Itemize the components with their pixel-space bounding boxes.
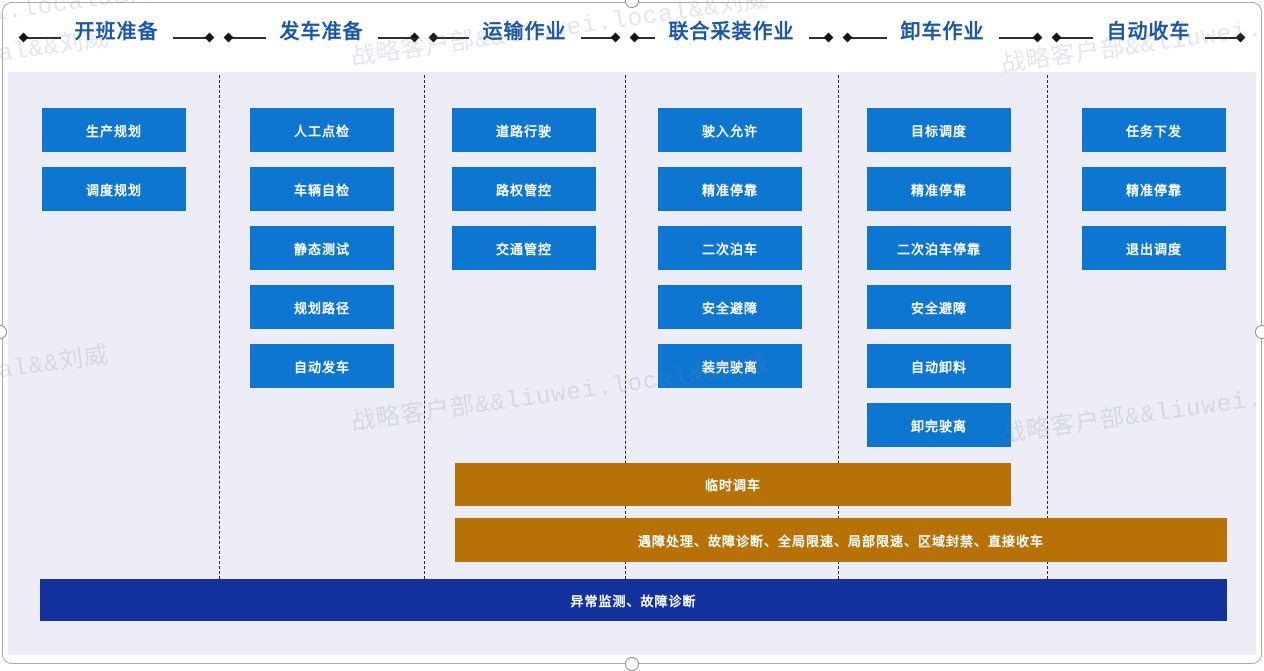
diamond-icon xyxy=(223,32,234,43)
step-box: 自动卸料 xyxy=(867,344,1011,388)
step-box: 二次泊车停靠 xyxy=(867,226,1011,270)
header-line xyxy=(808,37,825,39)
step-box: 目标调度 xyxy=(867,108,1011,152)
step-box: 静态测试 xyxy=(250,226,394,270)
phase-title: 联合采装作业 xyxy=(668,21,795,43)
column-separator-line xyxy=(625,75,626,579)
step-box: 安全避障 xyxy=(867,285,1011,329)
resize-handle-bottom[interactable] xyxy=(625,657,639,671)
resize-handle-right[interactable] xyxy=(1255,325,1264,339)
monitoring-bar: 异常监测、故障诊断 xyxy=(40,579,1227,621)
step-box: 任务下发 xyxy=(1082,108,1226,152)
header-line xyxy=(377,37,411,39)
diamond-icon xyxy=(1032,32,1043,43)
step-box: 车辆自检 xyxy=(250,167,394,211)
diamond-icon xyxy=(823,32,834,43)
phase-header: 发车准备 xyxy=(219,14,424,43)
step-box: 生产规划 xyxy=(42,108,186,152)
diamond-icon xyxy=(1051,32,1062,43)
phase-column: 人工点检车辆自检静态测试规划路径自动发车 xyxy=(250,108,394,388)
monitoring-label: 异常监测、故障诊断 xyxy=(570,593,697,609)
phase-title: 开班准备 xyxy=(74,21,159,43)
header-line xyxy=(437,37,469,39)
header-line xyxy=(1204,37,1237,39)
phase-title: 自动收车 xyxy=(1106,21,1191,43)
diamond-icon xyxy=(409,32,420,43)
diamond-icon xyxy=(204,32,215,43)
step-box: 自动发车 xyxy=(250,344,394,388)
step-box: 道路行驶 xyxy=(452,108,596,152)
header-line xyxy=(232,37,266,39)
step-box: 精准停靠 xyxy=(658,167,802,211)
diamond-icon xyxy=(428,32,439,43)
diamond-icon xyxy=(842,32,853,43)
step-box: 精准停靠 xyxy=(867,167,1011,211)
step-box: 驶入允许 xyxy=(658,108,802,152)
phase-header: 自动收车 xyxy=(1047,14,1250,43)
step-box: 卸完驶离 xyxy=(867,403,1011,447)
phase-column: 驶入允许精准停靠二次泊车安全避障装完驶离 xyxy=(658,108,802,388)
phase-title: 发车准备 xyxy=(279,21,364,43)
header-line xyxy=(27,37,61,39)
phase-header: 开班准备 xyxy=(14,14,219,43)
step-box: 装完驶离 xyxy=(658,344,802,388)
column-separator-line xyxy=(838,75,839,579)
header-line xyxy=(172,37,206,39)
diamond-icon xyxy=(1235,32,1246,43)
resize-handle-top[interactable] xyxy=(625,0,639,8)
header-line xyxy=(638,37,655,39)
phase-column: 目标调度精准停靠二次泊车停靠安全避障自动卸料卸完驶离 xyxy=(867,108,1011,447)
step-box: 交通管控 xyxy=(452,226,596,270)
phase-title: 卸车作业 xyxy=(900,21,985,43)
resize-handle-left[interactable] xyxy=(0,325,7,339)
header-line xyxy=(998,37,1034,39)
column-separator-line xyxy=(219,75,220,579)
step-box: 二次泊车 xyxy=(658,226,802,270)
content-panel: 生产规划调度规划人工点检车辆自检静态测试规划路径自动发车道路行驶路权管控交通管控… xyxy=(8,72,1256,655)
step-box: 调度规划 xyxy=(42,167,186,211)
step-box: 人工点检 xyxy=(250,108,394,152)
phase-column: 道路行驶路权管控交通管控 xyxy=(452,108,596,270)
exception-operations-label: 遇障处理、故障诊断、全局限速、局部限速、区域封禁、直接收车 xyxy=(637,533,1044,549)
phase-title: 运输作业 xyxy=(482,21,567,43)
diamond-icon xyxy=(610,32,621,43)
header-line xyxy=(580,37,612,39)
diamond-icon xyxy=(18,32,29,43)
phase-header: 联合采装作业 xyxy=(625,14,838,43)
phase-column: 任务下发精准停靠退出调度 xyxy=(1082,108,1226,270)
step-box: 退出调度 xyxy=(1082,226,1226,270)
phase-column: 生产规划调度规划 xyxy=(42,108,186,211)
header-line xyxy=(1060,37,1093,39)
step-box: 规划路径 xyxy=(250,285,394,329)
phase-header: 运输作业 xyxy=(424,14,625,43)
phase-header: 卸车作业 xyxy=(838,14,1047,43)
column-separator-line xyxy=(1047,75,1048,579)
header-line xyxy=(851,37,887,39)
temporary-dispatch-label: 临时调车 xyxy=(704,478,761,493)
temporary-dispatch-bar: 临时调车 xyxy=(455,463,1011,506)
step-box: 精准停靠 xyxy=(1082,167,1226,211)
step-box: 路权管控 xyxy=(452,167,596,211)
column-separator-line xyxy=(424,75,425,579)
step-box: 安全避障 xyxy=(658,285,802,329)
diamond-icon xyxy=(629,32,640,43)
exception-operations-bar: 遇障处理、故障诊断、全局限速、局部限速、区域封禁、直接收车 xyxy=(455,518,1227,562)
